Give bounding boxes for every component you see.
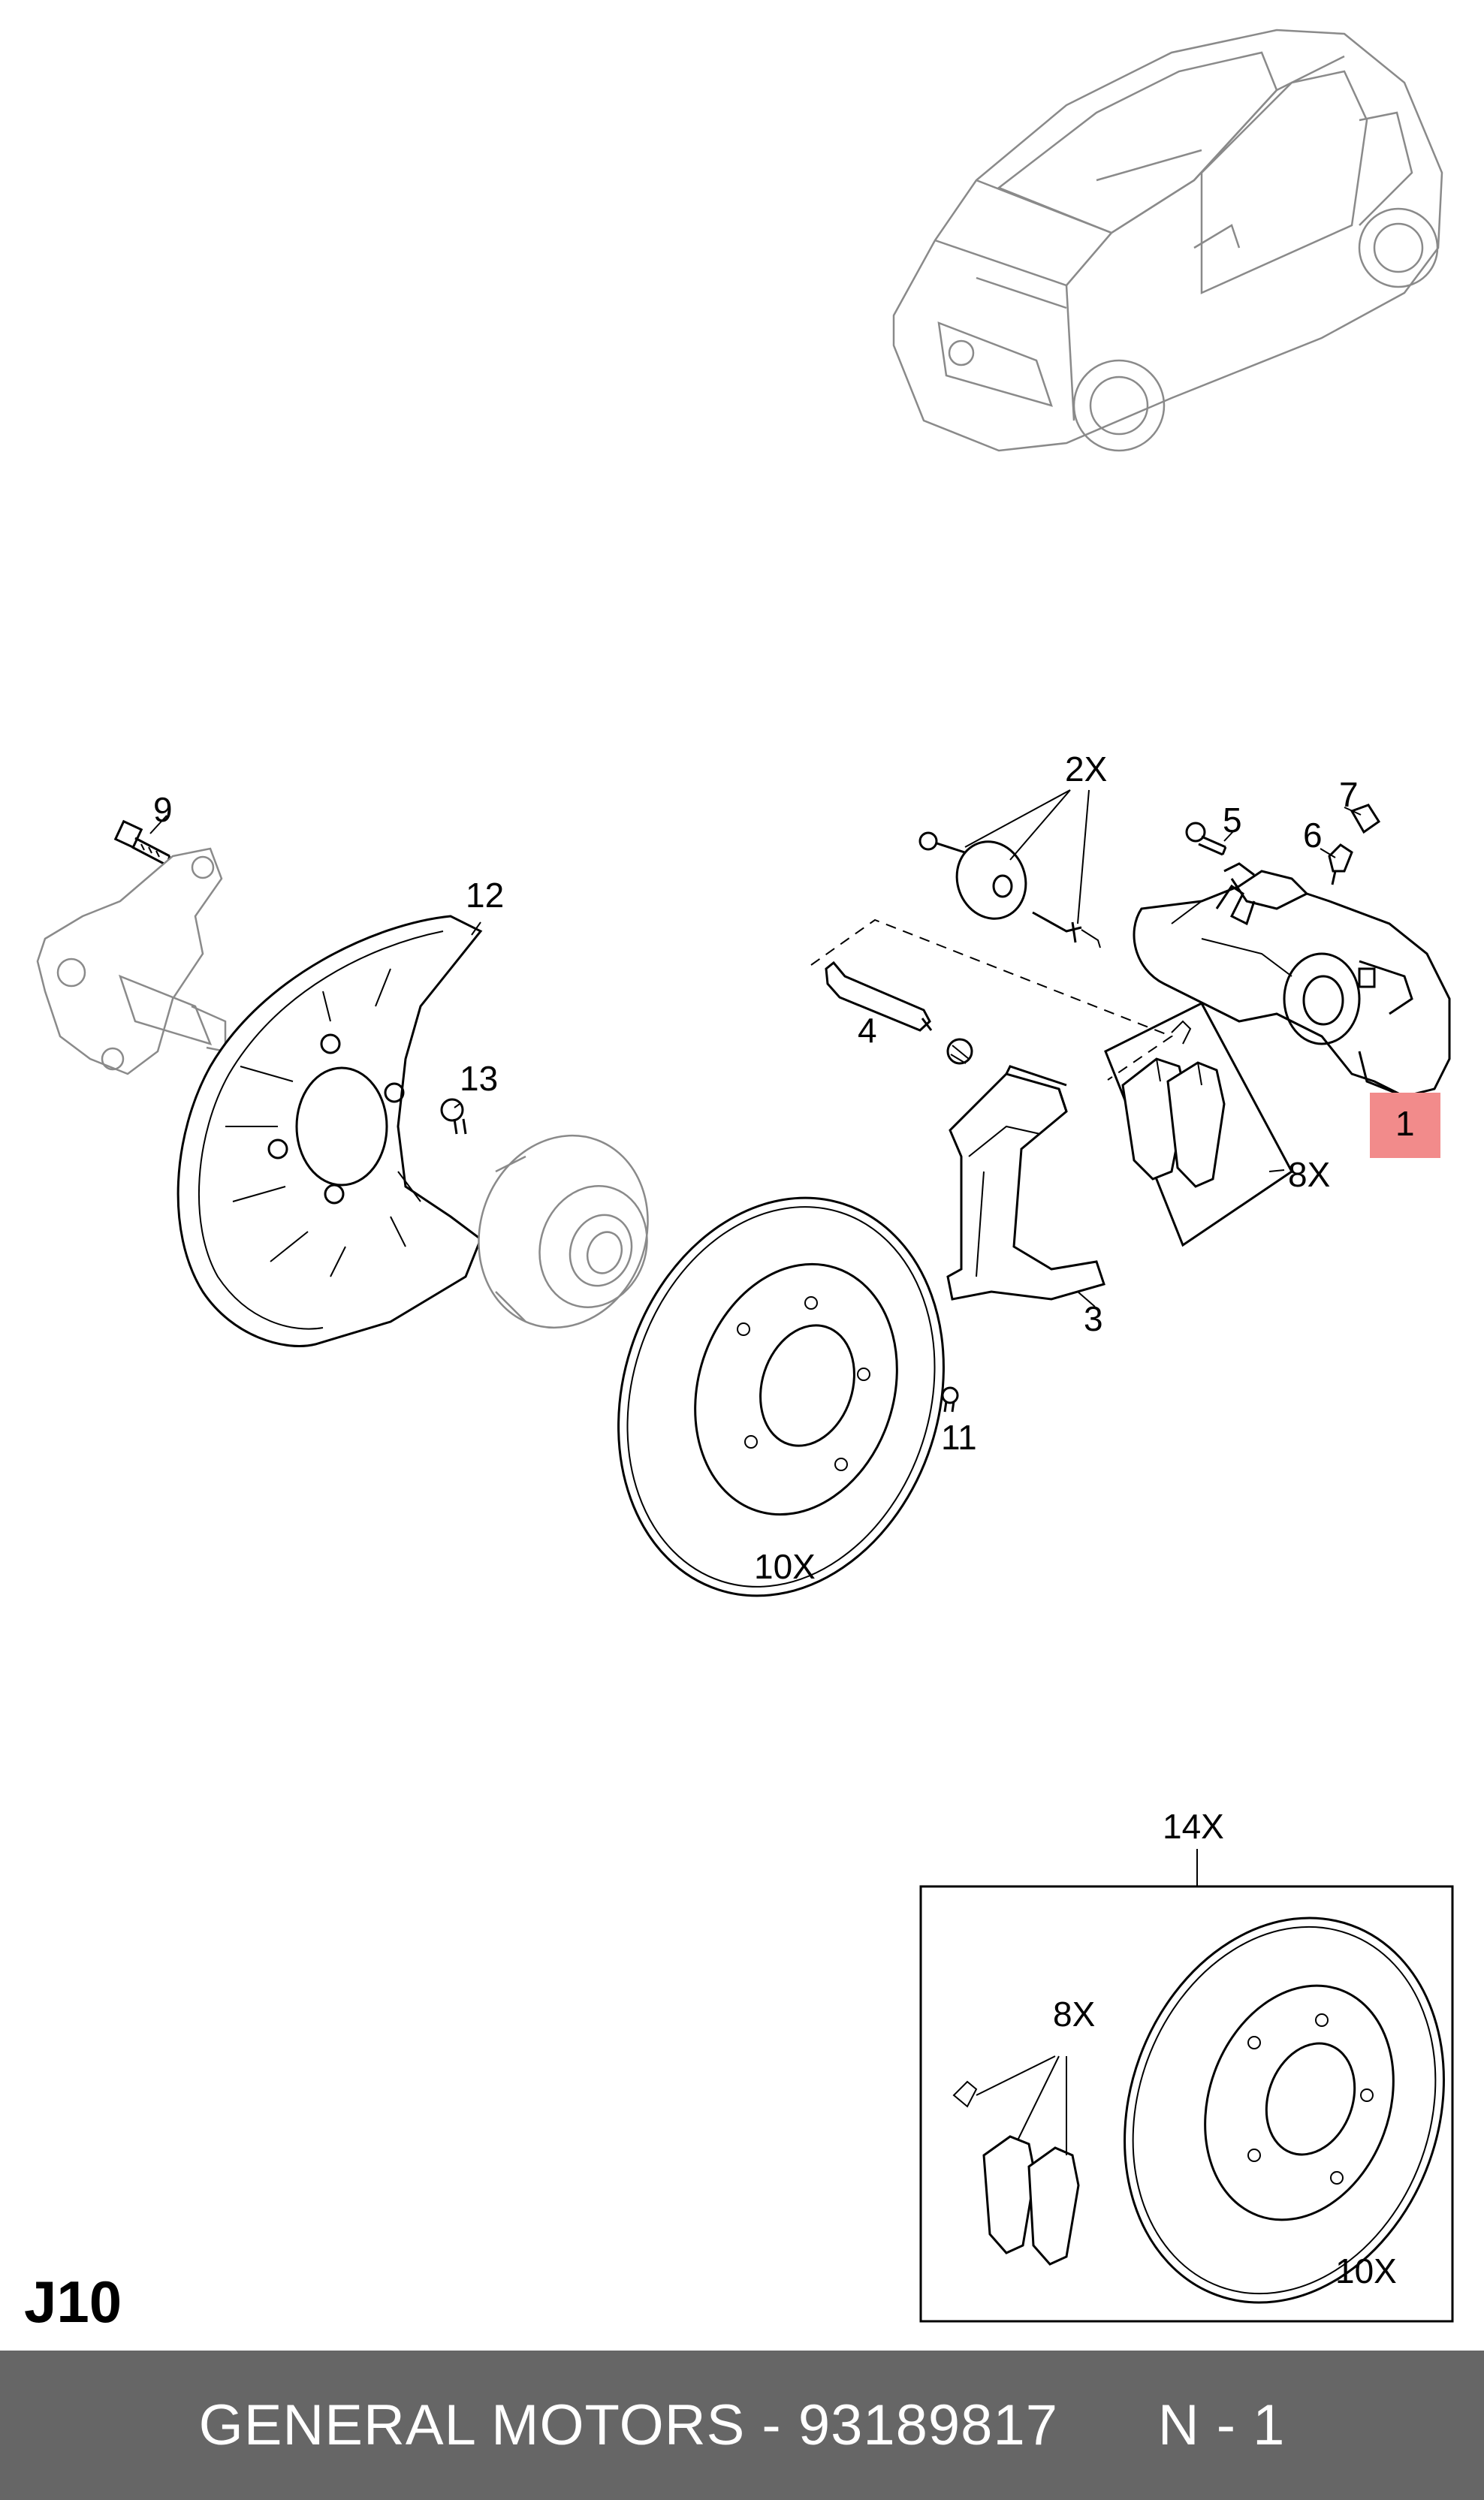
kit-label-8x: 8X: [1053, 1995, 1095, 2034]
guide-pin-4: [825, 960, 973, 1065]
exploded-parts-diagram: 9 12 13 2X 5 6 7 4 1 8X 3 11 10X 14X 8X …: [36, 29, 1454, 2323]
bolt-5: [1185, 822, 1227, 856]
footer-part-number: 93189817: [798, 2393, 1058, 2457]
footer-position: N - 1: [1157, 2393, 1286, 2457]
callout-1-highlight: [1370, 1093, 1440, 1158]
brake-disc-10x: [617, 1196, 945, 1597]
dust-cap-7: [1350, 804, 1381, 834]
callout-11: 11: [941, 1418, 977, 1457]
bleeder-valve-6: [1328, 843, 1353, 885]
callout-9: 9: [153, 790, 173, 829]
callout-4: 4: [858, 1011, 877, 1050]
bolt-13: [440, 1098, 467, 1135]
footer-brand: GENERAL MOTORS: [198, 2393, 746, 2457]
vehicle-illustration: [892, 29, 1443, 452]
kit-14x: [919, 1849, 1454, 2323]
callout-3: 3: [1084, 1299, 1103, 1338]
callout-8x: 8X: [1288, 1155, 1330, 1194]
wheel-knuckle: [36, 847, 227, 1075]
leader-lines: [149, 789, 1362, 1307]
pin-and-boot-2x: [918, 831, 1101, 948]
splash-shield-12: [176, 915, 483, 1347]
callout-14x: 14X: [1163, 1807, 1224, 1846]
footer-bar: GENERAL MOTORS - 93189817 N - 1: [0, 2351, 1484, 2500]
kit-label-10x: 10X: [1335, 2251, 1397, 2290]
callout-6: 6: [1303, 816, 1323, 855]
callout-7: 7: [1339, 775, 1359, 814]
callout-5: 5: [1223, 801, 1242, 840]
hub-bearing: [478, 1134, 649, 1329]
callout-1: 1: [1395, 1104, 1415, 1143]
footer-spacer: [1058, 2393, 1158, 2458]
caliper-bracket-3: [946, 1065, 1105, 1301]
callout-12: 12: [466, 876, 504, 915]
screw-11: [941, 1386, 959, 1413]
dashed-reference-line: [810, 918, 1174, 1081]
brake-pads-8x: [1104, 1002, 1293, 1247]
footer-separator: -: [745, 2393, 798, 2457]
callout-10x: 10X: [754, 1547, 816, 1586]
spring-clip: [1215, 862, 1256, 926]
page-code: J10: [24, 2269, 122, 2335]
caliper-1: [1133, 870, 1451, 1098]
callout-2x: 2X: [1065, 749, 1107, 789]
callout-13: 13: [460, 1059, 498, 1098]
